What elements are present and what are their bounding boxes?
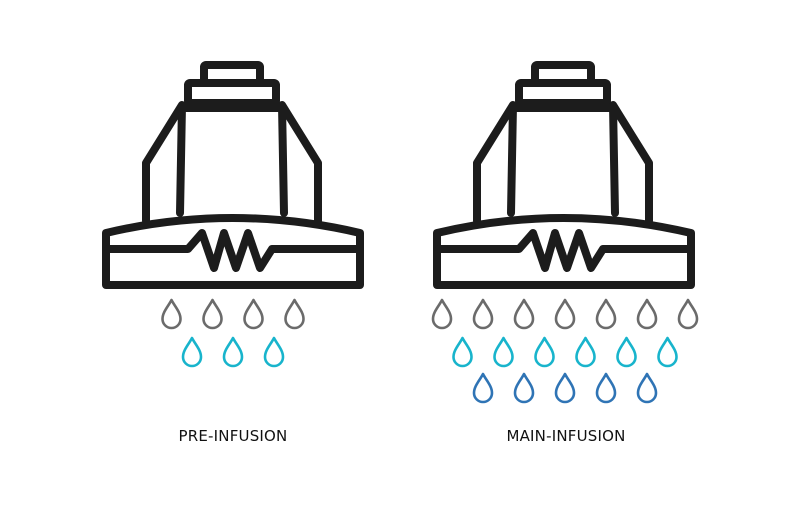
water-drop-icon [452, 336, 473, 368]
water-drop-icon [263, 336, 285, 368]
water-drop-icon [513, 298, 535, 330]
drops-layer [161, 298, 699, 404]
water-drop-icon [575, 336, 596, 368]
water-drop-icon [595, 298, 617, 330]
water-drop-icon [636, 298, 658, 330]
water-drop-icon [554, 372, 576, 404]
water-drop-icon [616, 336, 637, 368]
water-drop-icon [554, 298, 576, 330]
water-drop-icon [181, 336, 203, 368]
water-drop-icon [636, 372, 658, 404]
water-drop-icon [202, 298, 223, 330]
water-drop-icon [161, 298, 182, 330]
water-drop-icon [284, 298, 305, 330]
water-drop-icon [243, 298, 264, 330]
water-drop-icon [534, 336, 555, 368]
water-drop-icon [472, 372, 494, 404]
main-infusion-label: MAIN-INFUSION [506, 427, 626, 445]
brew-group-icon [106, 65, 360, 285]
water-drop-icon [472, 298, 494, 330]
water-drop-icon [513, 372, 535, 404]
water-drop-icon [431, 298, 453, 330]
water-drop-icon [677, 298, 699, 330]
pre-infusion-label: PRE-INFUSION [178, 427, 288, 445]
brew-group-icon [437, 65, 691, 285]
water-drop-icon [657, 336, 678, 368]
water-drop-icon [595, 372, 617, 404]
water-drop-icon [493, 336, 514, 368]
water-drop-icon [222, 336, 244, 368]
